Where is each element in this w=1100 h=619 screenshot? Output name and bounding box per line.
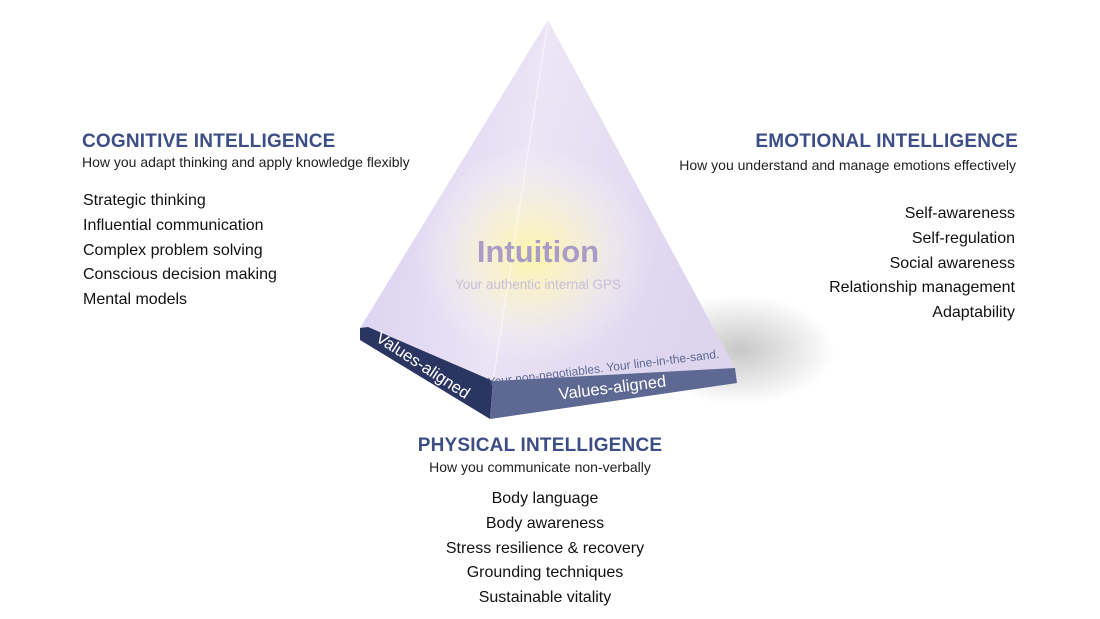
- physical-subtitle: How you communicate non-verbally: [429, 459, 651, 475]
- list-item: Adaptability: [932, 304, 1015, 322]
- cognitive-title: COGNITIVE INTELLIGENCE: [82, 131, 336, 152]
- list-item: Grounding techniques: [466, 564, 624, 582]
- list-item: Stress resilience & recovery: [445, 539, 645, 557]
- list-item: Self-regulation: [911, 229, 1015, 247]
- list-item: Social awareness: [889, 254, 1015, 272]
- base-band-right: [490, 368, 737, 419]
- list-item: Conscious decision making: [83, 266, 277, 284]
- list-item: Sustainable vitality: [478, 589, 612, 607]
- list-item: Complex problem solving: [83, 241, 263, 259]
- physical-title: PHYSICAL INTELLIGENCE: [417, 435, 663, 456]
- emotional-subtitle: How you understand and manage emotions e…: [679, 157, 1016, 173]
- list-item: Influential communication: [83, 216, 264, 234]
- intuition-glow: [413, 145, 653, 365]
- list-item: Self-awareness: [904, 205, 1015, 222]
- intuition-subtitle: Your authentic internal GPS: [455, 277, 621, 292]
- list-item: Body language: [491, 490, 599, 507]
- cognitive-subtitle: How you adapt thinking and apply knowled…: [82, 154, 410, 170]
- cognitive-list: Strategic thinking Influential communica…: [83, 189, 277, 313]
- emotional-title: EMOTIONAL INTELLIGENCE: [755, 131, 1018, 152]
- emotional-list: Self-awareness Self-regulation Social aw…: [829, 202, 1015, 326]
- list-item: Mental models: [83, 291, 188, 309]
- list-item: Strategic thinking: [83, 192, 206, 209]
- physical-list: Body language Body awareness Stress resi…: [345, 487, 745, 611]
- list-item: Relationship management: [829, 279, 1015, 297]
- base-band-left: [360, 327, 493, 419]
- pyramid-front-edge: [492, 19, 549, 383]
- intuition-title: Intuition: [477, 234, 599, 269]
- list-item: Body awareness: [485, 514, 605, 532]
